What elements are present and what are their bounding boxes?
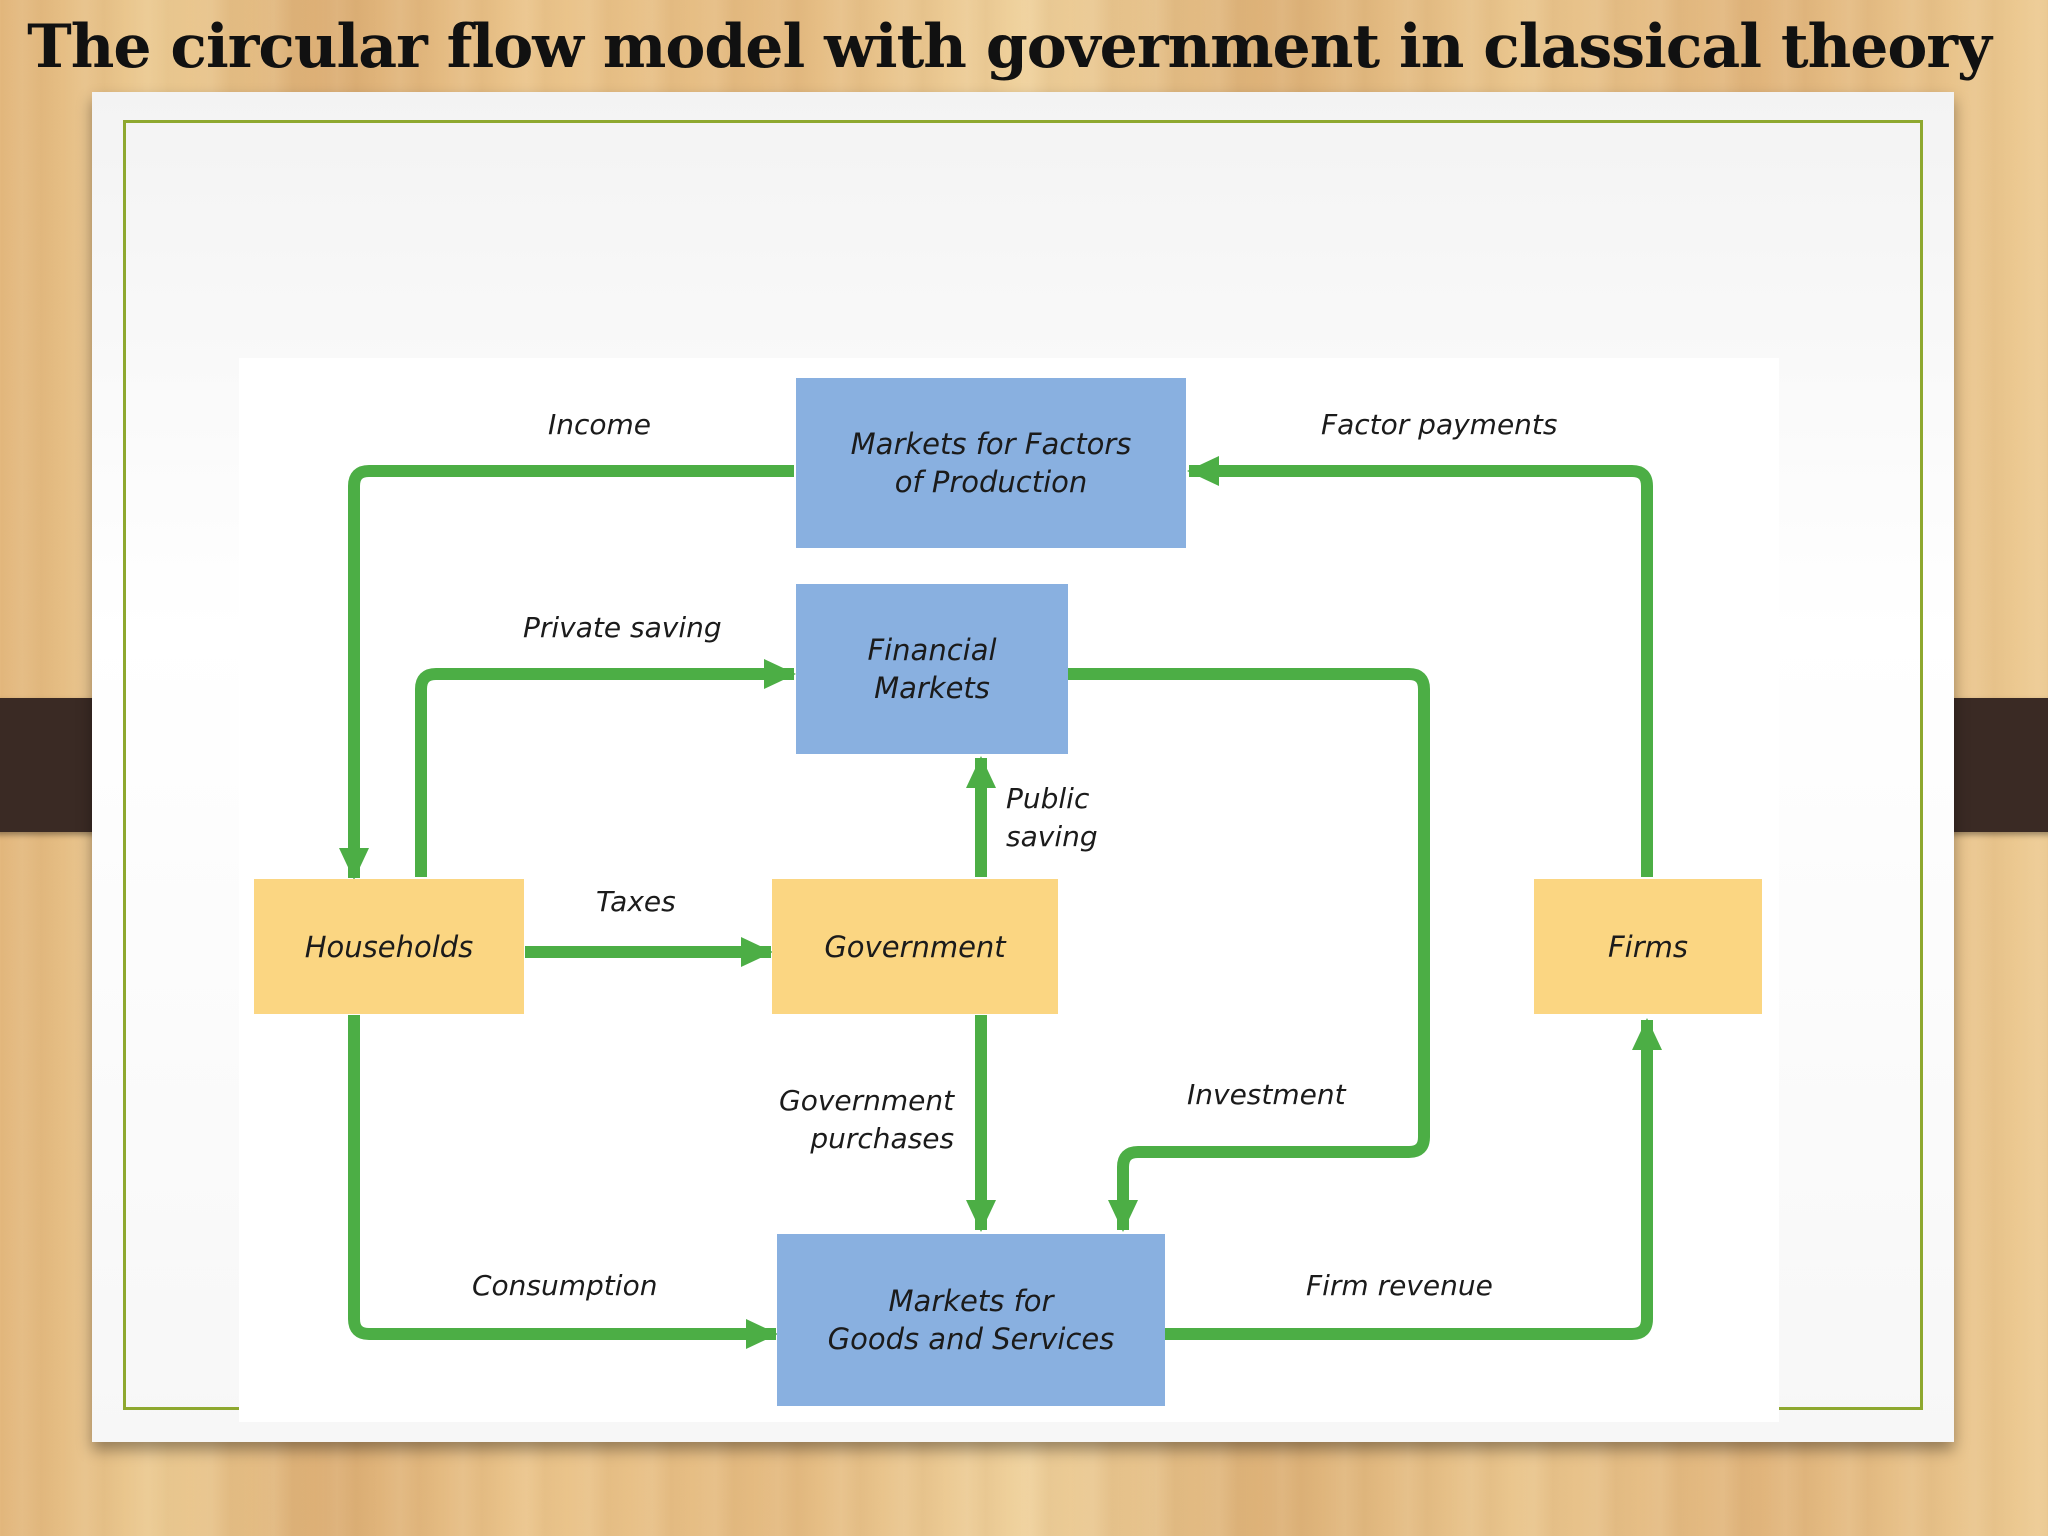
factor-markets-box: Markets for Factors of Production [796,378,1186,548]
factor-payments-label: Factor payments [1321,408,1558,441]
flow-arrows-layer [339,456,1662,1349]
public-saving-label-line1: Public [1006,782,1090,815]
income-label: Income [548,408,652,441]
goods-markets-box: Markets for Goods and Services [777,1234,1165,1406]
government-purchases-label-line1: Government [779,1084,955,1117]
private-saving-arrow [415,659,796,877]
taxes-label: Taxes [596,885,676,918]
firms-box: Firms [1534,879,1762,1014]
consumption-arrow [348,1015,778,1349]
private-saving-label: Private saving [523,611,722,644]
factor-markets-label-line1: Markets for Factors [850,427,1132,461]
consumption-label: Consumption [472,1269,658,1302]
goods-markets-label-line1: Markets for [888,1284,1054,1318]
firms-label: Firms [1607,929,1689,964]
government-purchases-label-line2: purchases [810,1122,955,1155]
income-arrow [339,465,794,880]
government-purchases-label: Government purchases [779,1082,954,1158]
circular-flow-diagram: Markets for Factors of Production Financ… [239,358,1779,1422]
slide-title: The circular flow model with government … [27,12,1992,82]
households-label: Households [304,929,474,964]
factor-payments-arrow [1187,456,1653,877]
investment-label: Investment [1187,1078,1346,1111]
financial-markets-label-line1: Financial [867,633,997,667]
firm-revenue-label: Firm revenue [1306,1269,1493,1302]
factor-markets-label-line2: of Production [894,465,1088,499]
households-box: Households [254,879,524,1014]
public-saving-label: Public saving [1006,780,1098,856]
public-saving-label-line2: saving [1006,820,1098,853]
goods-markets-label-line2: Goods and Services [827,1322,1115,1356]
firm-revenue-arrow [1165,1018,1662,1340]
government-label: Government [824,929,1006,964]
government-box: Government [772,879,1058,1014]
financial-markets-box: Financial Markets [796,584,1068,754]
financial-markets-label-line2: Markets [874,671,990,705]
investment-arrow [1067,668,1430,1232]
